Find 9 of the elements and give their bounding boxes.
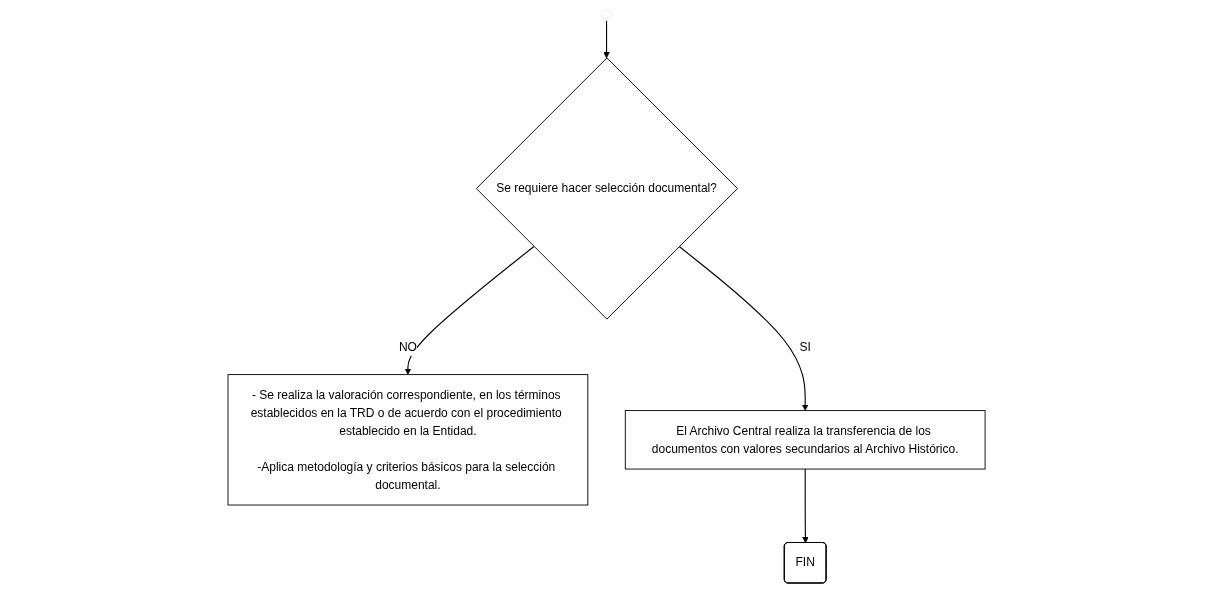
arrow: [603, 19, 611, 58]
arrow: [405, 245, 535, 375]
edge-label: SI: [799, 339, 812, 353]
node-diamond: Se requiere hacer selección documental?: [476, 57, 739, 320]
arrow: [802, 468, 810, 543]
edge-label: NO: [399, 339, 418, 353]
node-box: El Archivo Central realiza la transferencia de los documentos con valores secundarios al Archivo Histórico.: [625, 409, 986, 469]
arrow: [679, 245, 809, 411]
node-box: - Se realiza la valoración correspondiente, en los términos establecidos en la TRD o de acuerdo con el procedimiento establecido en la Entidad. -Aplica metodología y criterios básicos para la selección documental.: [228, 373, 589, 505]
